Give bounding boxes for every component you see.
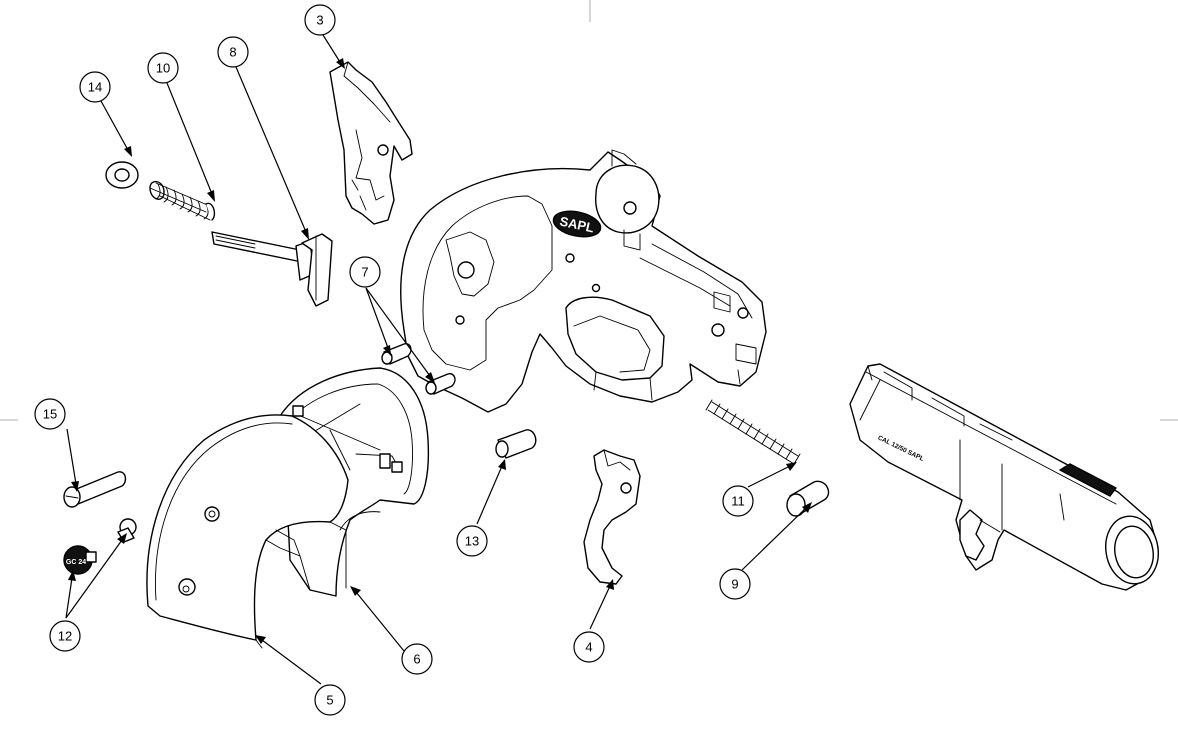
part-washer bbox=[105, 161, 139, 189]
part-barrel bbox=[849, 363, 1159, 591]
callout-12-label: 12 bbox=[58, 629, 72, 644]
callout-9: 9 bbox=[719, 568, 751, 600]
callout-7-label: 7 bbox=[361, 265, 368, 280]
leader-12b bbox=[65, 539, 123, 619]
leader-11 bbox=[747, 465, 791, 488]
part-grip-panel bbox=[146, 414, 349, 649]
leader-7b bbox=[365, 287, 431, 377]
arrow-5 bbox=[255, 635, 266, 644]
part-pins bbox=[381, 343, 456, 395]
part-plunger bbox=[786, 480, 830, 517]
part-screw-bushing bbox=[63, 518, 137, 575]
callout-5: 5 bbox=[314, 684, 346, 716]
arrow-4 bbox=[606, 579, 614, 590]
leader-8 bbox=[235, 66, 307, 233]
arrow-12a bbox=[68, 570, 76, 581]
leader-10 bbox=[166, 82, 213, 195]
sapl-logo-badge bbox=[552, 210, 602, 238]
callout-8-label: 8 bbox=[229, 45, 236, 60]
callout-15-label: 15 bbox=[43, 407, 57, 422]
callout-14-label: 14 bbox=[88, 80, 102, 95]
callout-3: 3 bbox=[304, 4, 336, 36]
part-firing-pin bbox=[211, 231, 333, 307]
arrow-15 bbox=[71, 481, 79, 492]
part-grip-frame bbox=[279, 367, 430, 597]
crop-marks bbox=[0, 0, 1178, 421]
leader-6 bbox=[355, 591, 405, 652]
leader-lines bbox=[65, 34, 812, 685]
part-coil-spring bbox=[149, 181, 216, 221]
callout-13-label: 13 bbox=[465, 534, 479, 549]
callout-14: 14 bbox=[79, 71, 111, 103]
callout-4: 4 bbox=[573, 631, 605, 663]
leader-9 bbox=[741, 507, 807, 571]
leader-5 bbox=[261, 639, 322, 685]
arrow-14 bbox=[124, 146, 132, 157]
arrow-8 bbox=[301, 228, 309, 240]
callout-7: 7 bbox=[349, 256, 381, 288]
leader-12a bbox=[65, 577, 73, 619]
leader-15 bbox=[66, 428, 77, 485]
leader-14 bbox=[100, 100, 129, 151]
part-trigger bbox=[583, 449, 641, 585]
callout-5-label: 5 bbox=[326, 693, 333, 708]
part-screw bbox=[63, 471, 127, 508]
callout-6: 6 bbox=[401, 643, 433, 675]
callout-13: 13 bbox=[456, 525, 488, 557]
arrow-13 bbox=[498, 459, 506, 470]
arrow-6 bbox=[350, 586, 361, 596]
leader-13 bbox=[476, 465, 503, 525]
leader-7a bbox=[365, 287, 389, 349]
arrow-9 bbox=[802, 502, 812, 513]
callout-11: 11 bbox=[722, 485, 754, 517]
leader-4 bbox=[589, 585, 611, 630]
callout-10-label: 10 bbox=[156, 61, 170, 76]
arrow-7b bbox=[425, 372, 435, 383]
callout-6-label: 6 bbox=[413, 652, 420, 667]
callout-3-label: 3 bbox=[316, 13, 323, 28]
arrow-12b bbox=[117, 533, 127, 544]
part-bushing bbox=[495, 429, 537, 459]
callout-11-label: 11 bbox=[731, 494, 745, 509]
callout-10: 10 bbox=[147, 52, 179, 84]
screw-cap-marking: GC 24 bbox=[66, 559, 86, 566]
arrow-11 bbox=[786, 462, 797, 471]
part-trigger-spring bbox=[705, 399, 801, 465]
part-hammer bbox=[329, 61, 413, 225]
frame-logo-text: SAPL bbox=[558, 214, 595, 236]
leader-3 bbox=[322, 34, 341, 63]
callout-8: 8 bbox=[217, 36, 249, 68]
arrow-7a bbox=[383, 345, 391, 356]
callout-9-label: 9 bbox=[731, 577, 738, 592]
arrow-10 bbox=[207, 190, 215, 202]
callout-4-label: 4 bbox=[585, 640, 592, 655]
arrow-3 bbox=[336, 58, 345, 69]
part-frame bbox=[400, 149, 767, 413]
callout-12: 12 bbox=[49, 620, 81, 652]
callout-15: 15 bbox=[34, 398, 66, 430]
